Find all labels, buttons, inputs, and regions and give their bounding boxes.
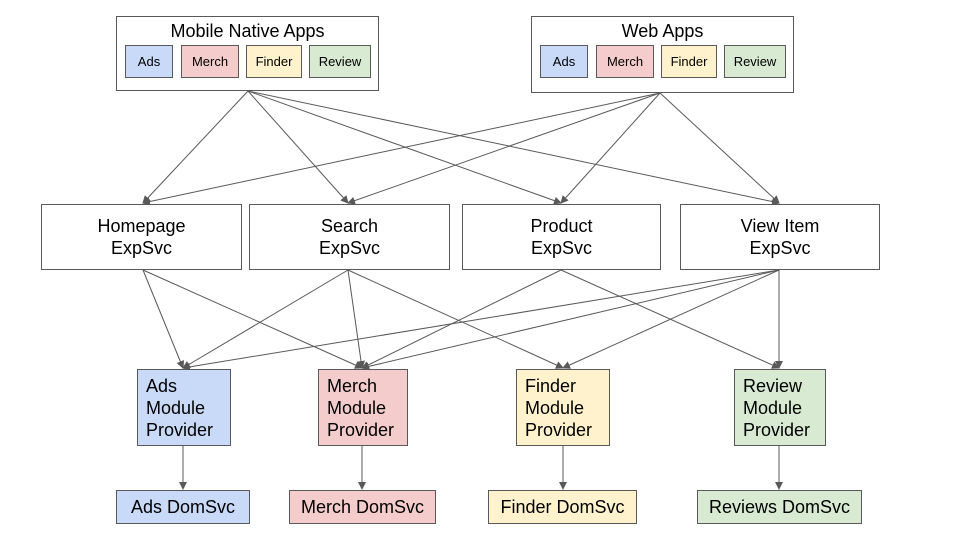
homepage-expsvc-name: Homepage <box>97 216 186 236</box>
web-chip-review: Review <box>724 45 786 78</box>
edge-viewitem-merch <box>361 269 780 371</box>
ads-module-line3: Provider <box>146 420 214 440</box>
mobile-native-apps-title: Mobile Native Apps <box>170 21 325 41</box>
finder-module-line1: Finder <box>525 376 577 396</box>
mobile-chip-review: Review <box>309 45 371 78</box>
web-chip-merch: Merch <box>596 45 654 78</box>
edge-mobile-viewitem <box>247 90 780 206</box>
finder-module-line3: Provider <box>525 420 593 440</box>
review-module-line1: Review <box>743 376 803 396</box>
web-apps-title: Web Apps <box>621 21 704 41</box>
homepage-expsvc-type: ExpSvc <box>110 238 173 258</box>
search-expsvc: Search ExpSvc <box>249 204 450 270</box>
edge-web-homepage <box>142 92 661 206</box>
edge-web-product <box>560 92 661 204</box>
ads-module-provider: Ads Module Provider <box>137 369 231 446</box>
view-item-expsvc: View Item ExpSvc <box>680 204 880 270</box>
ads-module-line1: Ads <box>146 376 178 396</box>
edge-search-ads <box>182 269 349 369</box>
product-expsvc: Product ExpSvc <box>462 204 661 270</box>
finder-module-provider: Finder Module Provider <box>516 369 610 446</box>
review-module-line3: Provider <box>743 420 811 440</box>
edge-product-merch <box>361 269 562 369</box>
finder-domsvc: Finder DomSvc <box>488 490 637 524</box>
edge-homepage-ads <box>142 269 185 369</box>
edge-search-finder <box>347 269 564 369</box>
merch-domsvc: Merch DomSvc <box>289 490 436 524</box>
view-item-expsvc-type: ExpSvc <box>749 238 811 258</box>
web-apps-group: Web Apps Ads Merch Finder Review <box>531 16 794 93</box>
edge-search-merch <box>347 269 365 369</box>
product-expsvc-type: ExpSvc <box>530 238 593 258</box>
edge-web-viewitem <box>659 92 780 204</box>
review-module-provider: Review Module Provider <box>734 369 826 446</box>
web-chip-ads: Ads <box>540 45 588 78</box>
edge-homepage-merch <box>142 269 363 369</box>
search-expsvc-type: ExpSvc <box>318 238 381 258</box>
view-item-expsvc-name: View Item <box>740 216 820 236</box>
web-chip-finder: Finder <box>661 45 717 78</box>
mobile-chip-ads: Ads <box>125 45 173 78</box>
edge-viewitem-ads <box>182 269 780 371</box>
review-module-line2: Module <box>743 398 803 418</box>
edge-viewitem-finder <box>562 269 780 369</box>
search-expsvc-name: Search <box>320 216 379 236</box>
ads-domsvc: Ads DomSvc <box>116 490 250 524</box>
reviews-domsvc: Reviews DomSvc <box>697 490 862 524</box>
ads-module-line2: Module <box>146 398 206 418</box>
homepage-expsvc: Homepage ExpSvc <box>41 204 242 270</box>
mobile-native-apps-group: Mobile Native Apps Ads Merch Finder Revi… <box>116 16 379 91</box>
edge-mobile-homepage <box>142 90 249 204</box>
edge-mobile-search <box>247 90 349 204</box>
mobile-chip-finder: Finder <box>246 45 302 78</box>
mobile-chip-merch: Merch <box>181 45 239 78</box>
merch-module-line2: Module <box>327 398 387 418</box>
product-expsvc-name: Product <box>530 216 593 236</box>
edge-web-search <box>347 92 661 205</box>
finder-module-line2: Module <box>525 398 585 418</box>
merch-module-provider: Merch Module Provider <box>318 369 408 446</box>
merch-module-line1: Merch <box>327 376 378 396</box>
merch-module-line3: Provider <box>327 420 395 440</box>
